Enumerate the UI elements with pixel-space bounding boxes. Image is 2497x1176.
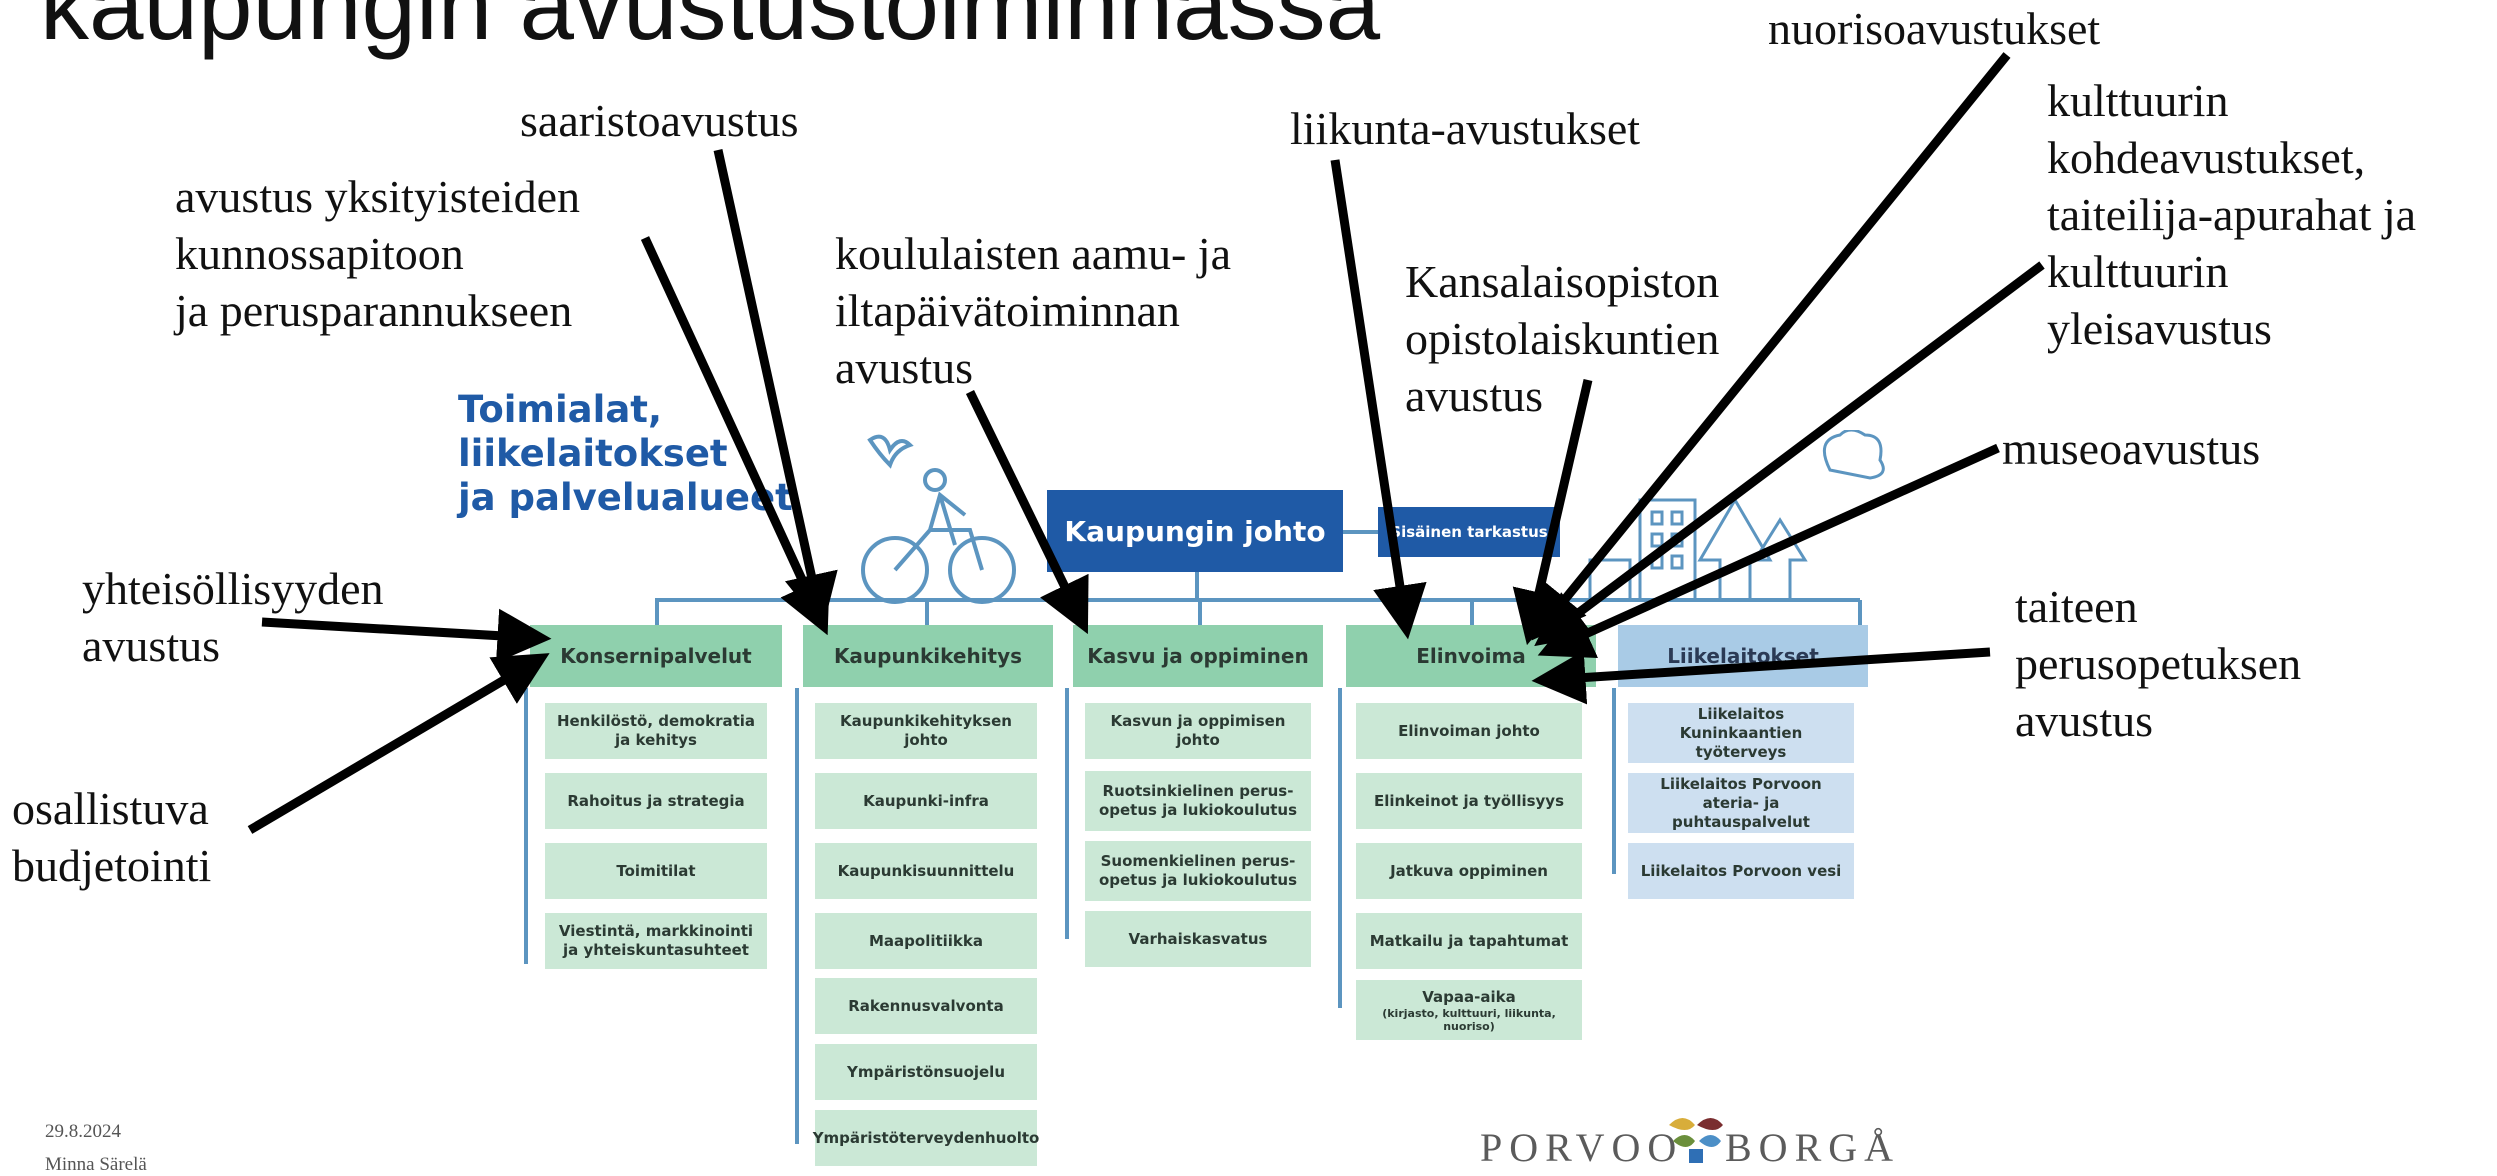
arrow xyxy=(1534,261,2045,647)
unit-box: Kaupunkisuunnittelu xyxy=(815,843,1037,899)
arrow xyxy=(965,390,1089,635)
unit-box: Rahoitus ja strategia xyxy=(545,773,767,829)
annotation-taiteen: taiteen perusopetuksen avustus xyxy=(2015,581,2302,746)
connector-line xyxy=(1470,600,1474,625)
unit-box: Liikelaitos Porvoon vesi xyxy=(1628,843,1854,899)
arrow xyxy=(1531,52,2011,641)
unit-box: Viestintä, markkinointi ja yhteiskuntasu… xyxy=(545,913,767,969)
connector-line xyxy=(1858,600,1862,625)
arrow xyxy=(713,149,838,629)
footer-author: Minna Särelä xyxy=(45,1154,147,1175)
column-spine xyxy=(524,688,528,964)
annotation-kulttuuri: kulttuurin kohdeavustukset, taiteilija-a… xyxy=(2047,75,2417,354)
connector-line xyxy=(1195,570,1199,600)
unit-box: Kaupunkikehityksen johto xyxy=(815,703,1037,759)
annotation-kansalaisopisto: Kansalaisopiston opistolaiskuntien avust… xyxy=(1405,256,1720,421)
unit-box: Liikelaitos Porvoon ateria- ja puhtauspa… xyxy=(1628,773,1854,833)
connector-line xyxy=(1198,600,1202,625)
unit-box: Jatkuva oppiminen xyxy=(1356,843,1582,899)
cyclist-icon xyxy=(861,434,1016,604)
unit-box: Suomenkielinen perus-opetus ja lukiokoul… xyxy=(1085,841,1311,901)
annotation-yhteisollisyys: yhteisöllisyyden avustus xyxy=(82,563,384,671)
unit-note: (kirjasto, kulttuuri, liikunta, nuoriso) xyxy=(1382,1006,1556,1033)
org-heading: Toimialat, liikelaitokset ja palvelualue… xyxy=(458,388,793,519)
porvoo-logo-icon xyxy=(1669,1118,1723,1163)
annotation-koululaiset: koululaisten aamu- ja iltapäivätoiminnan… xyxy=(835,228,1231,393)
column-head-kasvu-ja-oppiminen: Kasvu ja oppiminen xyxy=(1073,625,1323,687)
unit-box: Toimitilat xyxy=(545,843,767,899)
unit-box: Liikelaitos Kuninkaantien työterveys xyxy=(1628,703,1854,763)
brand-porvoo: PORVOO xyxy=(1480,1125,1684,1170)
annotation-nuoriso: nuorisoavustukset xyxy=(1768,3,2101,54)
connector-line xyxy=(655,600,659,625)
unit-box: Kaupunki-infra xyxy=(815,773,1037,829)
connector-line xyxy=(925,600,929,625)
annotation-osallistuva: osallistuva budjetointi xyxy=(12,783,212,891)
arrow xyxy=(1537,443,2000,658)
column-head-konsernipalvelut: Konsernipalvelut xyxy=(530,625,782,687)
annotation-yksityistie: avustus yksityisteiden kunnossapitoon ja… xyxy=(175,171,581,336)
slide-title: kaupungin avustustoiminnassa xyxy=(40,0,1381,60)
arrow xyxy=(247,653,550,834)
unit-box: Ympäristöterveydenhuolto xyxy=(813,1110,1039,1166)
unit-box: Elinkeinot ja työllisyys xyxy=(1356,773,1582,829)
unit-box: Ympäristönsuojelu xyxy=(815,1044,1037,1100)
unit-box: Rakennusvalvonta xyxy=(815,978,1037,1034)
arrow xyxy=(1330,159,1427,640)
annotation-liikunta: liikunta-avustukset xyxy=(1290,103,1641,154)
top-management-box: Kaupungin johto xyxy=(1047,490,1343,572)
unit-box: Varhaiskasvatus xyxy=(1085,911,1311,967)
arrow xyxy=(261,608,552,663)
unit-box: Maapolitiikka xyxy=(815,913,1037,969)
unit-box: Kasvun ja oppimisen johto xyxy=(1085,703,1311,759)
unit-box: Elinvoiman johto xyxy=(1356,703,1582,759)
unit-label: Vapaa-aika xyxy=(1422,987,1516,1006)
unit-box: Henkilöstö, demokratia ja kehitys xyxy=(545,703,767,759)
arrow xyxy=(1531,647,1991,705)
arrow xyxy=(640,236,830,636)
annotation-saaristoavustus: saaristoavustus xyxy=(520,95,799,146)
annotation-museo: museoavustus xyxy=(2002,423,2261,474)
column-spine xyxy=(1065,688,1069,939)
internal-audit-box: Sisäinen tarkastus xyxy=(1378,507,1560,557)
footer-date: 29.8.2024 xyxy=(45,1121,121,1142)
unit-box: Matkailu ja tapahtumat xyxy=(1356,913,1582,969)
brand-borga: BORGÅ xyxy=(1725,1125,1901,1170)
column-spine xyxy=(795,688,799,1144)
connector-line xyxy=(655,598,1860,602)
column-spine xyxy=(1612,688,1616,874)
unit-box: Ruotsinkielinen perus-opetus ja lukiokou… xyxy=(1085,771,1311,831)
arrow xyxy=(1512,378,1593,646)
column-spine xyxy=(1338,688,1342,1008)
connector-line xyxy=(1343,530,1378,534)
unit-box-vapaa-aika: Vapaa-aika (kirjasto, kulttuuri, liikunt… xyxy=(1356,980,1582,1040)
column-head-kaupunkikehitys: Kaupunkikehitys xyxy=(803,625,1053,687)
